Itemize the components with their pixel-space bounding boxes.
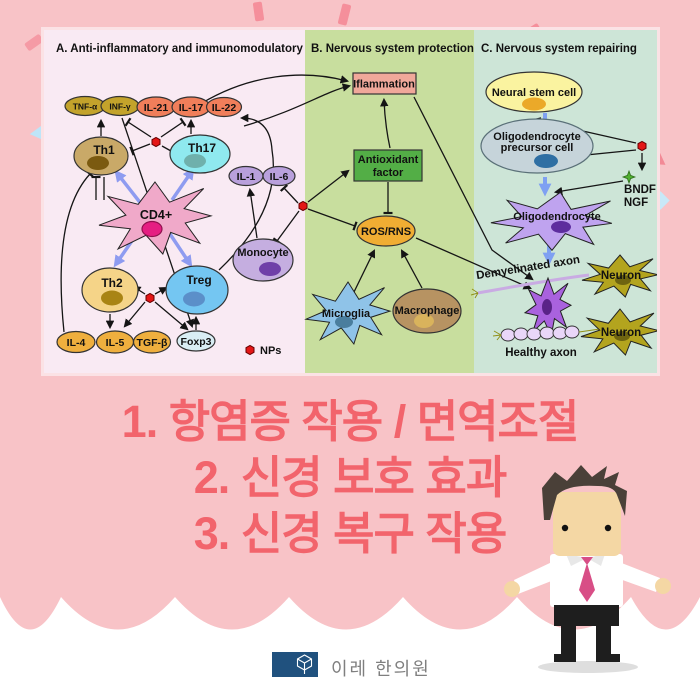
right-leg bbox=[596, 625, 611, 657]
svg-text:Th2: Th2 bbox=[101, 276, 123, 290]
cube-leaf-icon bbox=[296, 654, 313, 674]
svg-text:IL-22: IL-22 bbox=[212, 102, 237, 114]
th2-cell bbox=[81, 267, 139, 313]
nps-legend-label: NPs bbox=[260, 345, 281, 357]
pants bbox=[554, 605, 619, 626]
headline-line-3: 3. 신경 복구 작용 bbox=[193, 508, 507, 559]
treg-cell bbox=[165, 265, 229, 315]
svg-text:IL-17: IL-17 bbox=[179, 102, 204, 114]
svg-text:Healthy axon: Healthy axon bbox=[505, 347, 577, 359]
ros-node bbox=[356, 215, 416, 247]
svg-text:INF-γ: INF-γ bbox=[109, 102, 131, 112]
clinic-logo-box bbox=[272, 652, 318, 677]
np-particle bbox=[145, 292, 155, 304]
svg-text:ROS/RNS: ROS/RNS bbox=[361, 226, 411, 238]
panel-a-labels: TNF-α INF-γ IL-21 IL-17 IL-22 Th1 Th17 I… bbox=[67, 102, 289, 358]
left-foot bbox=[554, 654, 576, 662]
face bbox=[553, 492, 621, 556]
svg-text:IL-21: IL-21 bbox=[144, 102, 169, 114]
svg-text:Iflammation: Iflammation bbox=[353, 79, 415, 91]
svg-text:Th17: Th17 bbox=[188, 141, 216, 155]
opc-cell bbox=[480, 118, 594, 174]
svg-text:Foxp3: Foxp3 bbox=[181, 336, 212, 348]
svg-text:Oligodendrocyte: Oligodendrocyte bbox=[513, 211, 600, 223]
il22-node bbox=[205, 96, 243, 118]
svg-text:Antioxidant: Antioxidant bbox=[358, 154, 419, 166]
demyelinated-axon bbox=[477, 273, 590, 295]
svg-text:IL-4: IL-4 bbox=[67, 337, 86, 349]
headline-line-1: 1. 항염증 작용 / 면역조절 bbox=[121, 396, 580, 447]
svg-text:CD4+: CD4+ bbox=[140, 208, 172, 222]
left-hand bbox=[504, 581, 520, 597]
svg-text:NGF: NGF bbox=[624, 197, 648, 209]
svg-text:Macrophage: Macrophage bbox=[395, 305, 460, 317]
left-leg bbox=[561, 625, 576, 657]
left-eye bbox=[561, 524, 569, 532]
np-particle bbox=[298, 200, 308, 212]
hair bbox=[542, 465, 627, 520]
svg-text:factor: factor bbox=[373, 167, 404, 179]
scalloped-edge bbox=[0, 580, 700, 630]
np-particle bbox=[637, 140, 647, 152]
mechanism-figure: A. Anti-inflammatory and immunomodulator… bbox=[41, 27, 660, 376]
right-arm bbox=[617, 562, 660, 592]
right-foot bbox=[596, 654, 620, 662]
svg-text:Oligodendrocyte: Oligodendrocyte bbox=[493, 131, 580, 143]
panel-b-labels: Iflammation Antioxidant factor ROS/RNS M… bbox=[322, 79, 460, 321]
businessman-character bbox=[504, 465, 671, 673]
svg-text:TGF-β: TGF-β bbox=[137, 337, 168, 349]
svg-text:BNDF: BNDF bbox=[624, 184, 656, 196]
svg-text:IL-6: IL-6 bbox=[270, 171, 289, 183]
svg-text:IL-5: IL-5 bbox=[106, 337, 125, 349]
svg-text:IL-1: IL-1 bbox=[237, 171, 256, 183]
clinic-name: 이레 한의원 bbox=[331, 659, 431, 679]
tgfb-node bbox=[132, 330, 172, 354]
right-eye bbox=[604, 524, 612, 532]
headline-line-2: 2. 신경 보호 효과 bbox=[193, 452, 507, 503]
np-legend-dot bbox=[245, 344, 255, 356]
character-shadow bbox=[538, 661, 638, 673]
svg-text:precursor cell: precursor cell bbox=[501, 142, 574, 154]
il4-node bbox=[56, 330, 96, 354]
il6-node bbox=[262, 165, 296, 187]
panel-a-title: A. Anti-inflammatory and immunomodulator… bbox=[56, 43, 303, 55]
svg-text:Microglia: Microglia bbox=[322, 308, 371, 320]
svg-text:Neural stem cell: Neural stem cell bbox=[492, 87, 576, 99]
th1-cell bbox=[73, 136, 129, 176]
left-arm bbox=[514, 562, 554, 594]
antioxidant-box bbox=[353, 149, 423, 182]
svg-text:Th1: Th1 bbox=[93, 143, 115, 157]
tie bbox=[579, 557, 595, 602]
svg-text:Neuron: Neuron bbox=[601, 327, 641, 339]
foxp3-node bbox=[176, 330, 216, 352]
np-particle bbox=[151, 136, 161, 148]
svg-text:Neuron: Neuron bbox=[601, 270, 641, 282]
headline-block: 1. 항염증 작용 / 면역조절 2. 신경 보호 효과 3. 신경 복구 작용 bbox=[0, 394, 700, 562]
inflammation-box bbox=[352, 72, 417, 95]
monocyte-cell bbox=[232, 238, 294, 282]
right-hand bbox=[655, 578, 671, 594]
panel-c-title: C. Nervous system repairing bbox=[481, 43, 637, 55]
macrophage-cell bbox=[392, 288, 462, 334]
svg-text:Treg: Treg bbox=[186, 273, 211, 287]
neural-stem-cell bbox=[485, 71, 583, 113]
svg-text:TNF-α: TNF-α bbox=[73, 102, 98, 112]
svg-text:Monocyte: Monocyte bbox=[237, 247, 288, 259]
panel-b-title: B. Nervous system protection bbox=[311, 43, 474, 55]
healthy-axon bbox=[500, 325, 580, 342]
